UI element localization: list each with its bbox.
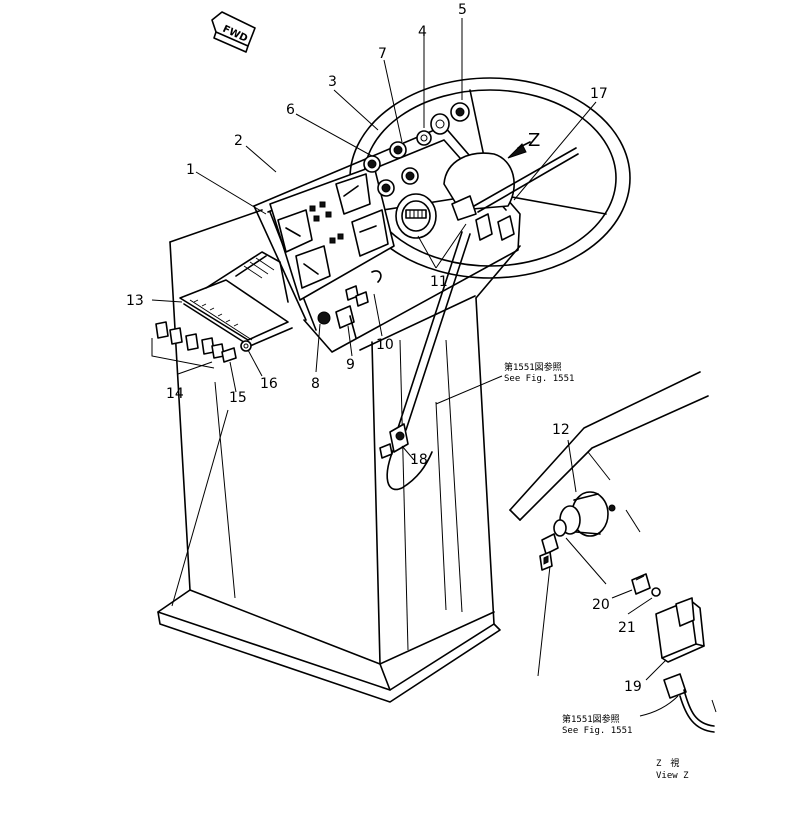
callout-19: 19 <box>624 679 642 695</box>
callout-17: 17 <box>590 86 608 102</box>
control-lever <box>451 147 579 241</box>
note-upper-en: See Fig. 1551 <box>504 374 574 384</box>
fwd-arrow-icon: FWD <box>211 11 256 53</box>
knob-4b <box>430 113 450 135</box>
connector-19 <box>663 673 717 733</box>
leader-lines <box>151 18 597 461</box>
callout-12: 12 <box>552 422 570 438</box>
long-rod <box>397 231 471 431</box>
callout-8: 8 <box>311 376 320 392</box>
steering-column-cover <box>443 152 515 211</box>
callout-3: 3 <box>328 74 337 90</box>
callout-13: 13 <box>126 293 144 309</box>
callout-2: 2 <box>234 133 243 149</box>
relay-19 <box>655 597 705 663</box>
callout-11: 11 <box>430 274 448 290</box>
callout-18: 18 <box>410 452 428 468</box>
callout-1: 1 <box>186 162 195 178</box>
callout-20: 20 <box>592 597 610 613</box>
connector-block <box>179 251 293 347</box>
gauge-cluster <box>269 165 395 301</box>
callout-6: 6 <box>286 102 295 118</box>
leader-12 <box>567 439 577 493</box>
note-lower-en: See Fig. 1551 <box>562 726 632 736</box>
gauge-top-left <box>277 209 313 253</box>
callout-9: 9 <box>346 357 355 373</box>
callout-10: 10 <box>376 337 394 353</box>
bolt-15 <box>221 347 237 363</box>
bolt-20 <box>631 573 651 595</box>
gauge-bottom-right <box>351 209 389 257</box>
console-column <box>157 209 521 703</box>
gauge-top-right <box>335 173 371 215</box>
switch-knobs <box>363 102 470 197</box>
key-switch <box>539 533 559 571</box>
knob-5 <box>450 102 470 122</box>
view-z-label: Z <box>528 130 540 151</box>
callout-4: 4 <box>418 24 427 40</box>
clips <box>155 321 225 359</box>
callout-21: 21 <box>618 620 636 636</box>
washer-16 <box>240 340 252 352</box>
knob-6b <box>377 179 395 197</box>
view-z-detail <box>509 371 717 733</box>
knob-6 <box>363 155 381 173</box>
callout-16: 16 <box>260 376 278 392</box>
knob-7a <box>389 141 407 159</box>
washer-21 <box>651 587 661 597</box>
small-switch-parts <box>317 270 382 339</box>
note-lower-jp: 第1551図参照 <box>562 713 620 725</box>
hour-meter <box>395 193 437 239</box>
leader-19 <box>645 659 667 681</box>
knob-7b <box>401 167 419 185</box>
view-caption-jp: Z 視 <box>656 757 679 769</box>
gauge-bottom-left <box>295 245 331 289</box>
callout-14: 14 <box>166 386 184 402</box>
view-caption-en: View Z <box>656 771 689 781</box>
indicator-lamps <box>309 201 344 244</box>
callout-5: 5 <box>458 2 467 18</box>
note-upper-jp: 第1551図参照 <box>504 361 562 373</box>
cable-assembly <box>379 423 433 491</box>
callout-15: 15 <box>229 390 247 406</box>
knob-4 <box>416 130 432 146</box>
view-z-arrow-icon <box>507 141 531 159</box>
meter-12 <box>553 491 616 537</box>
callout-7: 7 <box>378 46 387 62</box>
